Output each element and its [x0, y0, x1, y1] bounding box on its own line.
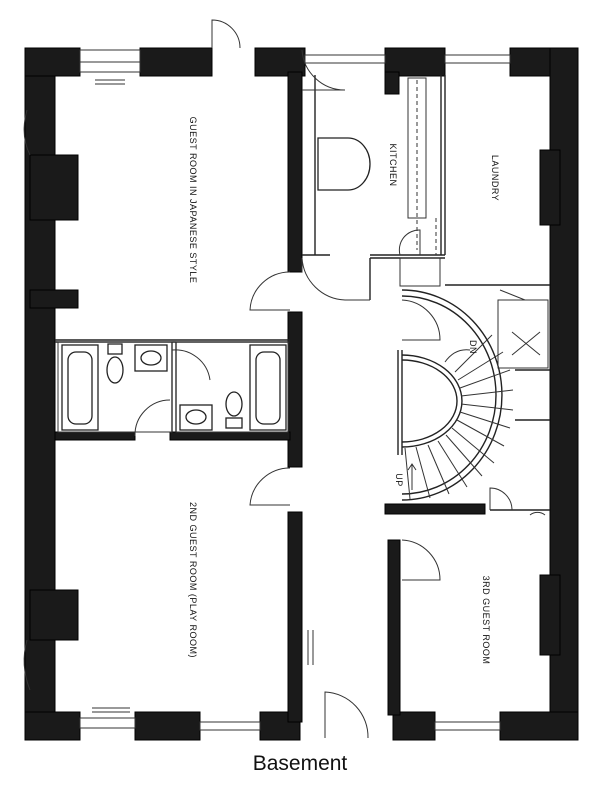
room-label-second-guest-room: 2ND GUEST ROOM (PLAY ROOM) — [188, 502, 198, 658]
floor-plan-caption: Basement — [252, 752, 348, 775]
stair-label-down: DN — [468, 340, 478, 354]
room-label-third-guest-room: 3RD GUEST ROOM — [481, 576, 491, 665]
room-label-kitchen: KITCHEN — [388, 143, 398, 186]
spiral-staircase — [401, 289, 549, 501]
exterior-walls — [24, 47, 579, 741]
doors — [134, 19, 546, 739]
stair-label-up: UP — [394, 473, 404, 487]
windows — [23, 49, 511, 731]
bathroom-fixtures — [57, 341, 289, 433]
room-label-guest-room-japanese: GUEST ROOM IN JAPANESE STYLE — [188, 117, 198, 284]
kitchen-fixtures — [317, 77, 441, 287]
room-label-laundry: LAUNDRY — [490, 155, 500, 201]
interior-walls — [54, 71, 550, 723]
